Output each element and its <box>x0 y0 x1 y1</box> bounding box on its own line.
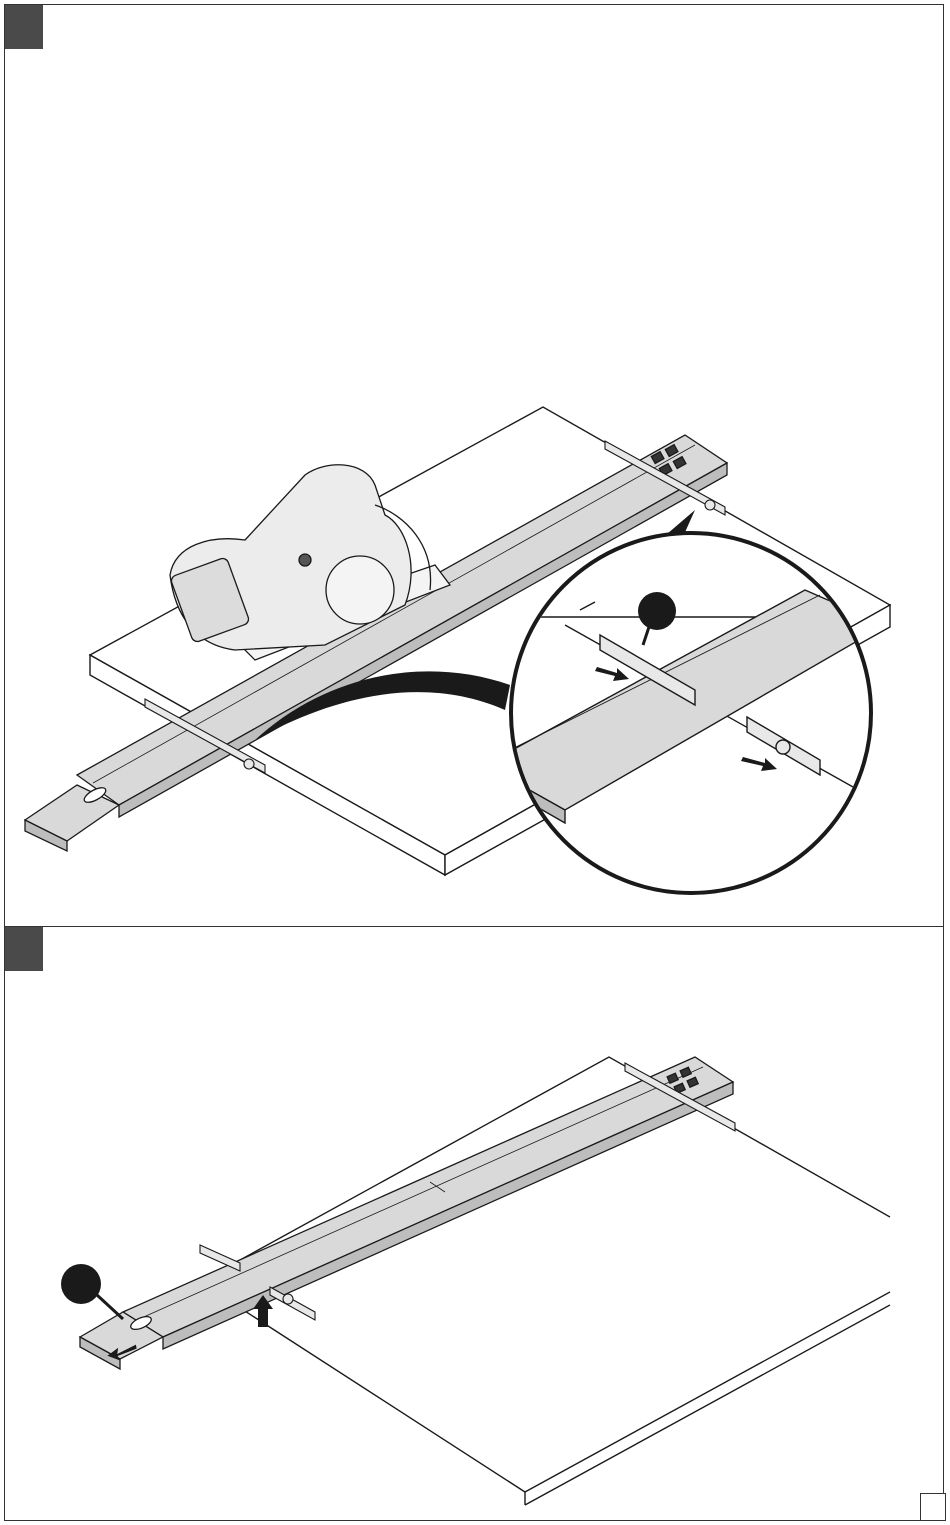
page-number-box <box>920 1493 946 1521</box>
callout-dot-icon <box>61 1264 101 1304</box>
callout-dot-icon <box>638 592 676 630</box>
panel-step-2 <box>4 926 944 1521</box>
illustration-saw-on-rail <box>5 5 945 929</box>
illustration-rail-only <box>5 927 945 1522</box>
guide-rail <box>80 1057 733 1369</box>
panel-step-1 <box>4 4 944 928</box>
